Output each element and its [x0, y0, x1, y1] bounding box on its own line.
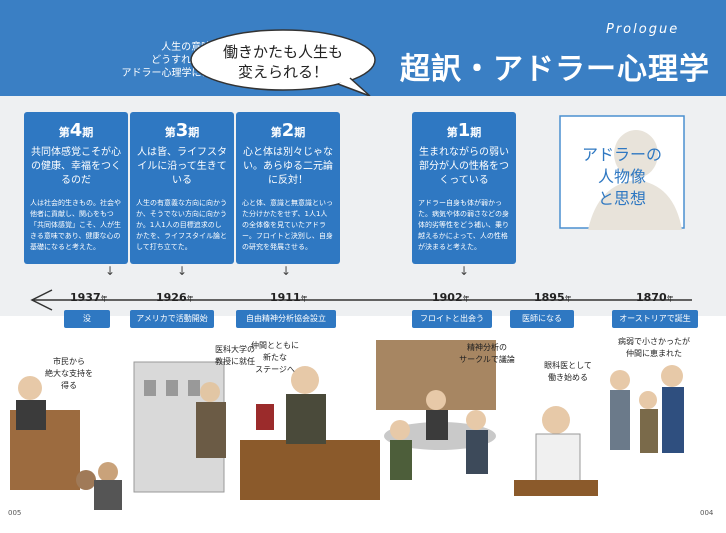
- year-1926: 1926年: [156, 291, 194, 304]
- timeline-axis: [30, 289, 692, 311]
- card-body: アドラー自身も体が弱かった。病気や体の弱さなどの身体的劣等性をどう補い、乗り越え…: [418, 199, 509, 251]
- illustration-strip: [10, 340, 684, 510]
- discussion-scene: [376, 340, 496, 480]
- period-number: 第4期: [58, 120, 94, 141]
- card-headline: 人は皆、ライフスタイルに沿って生きている: [137, 147, 227, 186]
- year-1937: 1937年: [70, 291, 108, 304]
- prologue-label: Prologue: [606, 22, 680, 37]
- caption-support: 市民から絶大な支持を得る: [45, 357, 93, 390]
- period-number: 第3期: [164, 120, 200, 141]
- doctor-scene: [514, 406, 598, 496]
- page-number-right: 004: [700, 509, 714, 517]
- building-scene: [133, 361, 226, 493]
- bubble-line-2: 変えられる！: [237, 63, 328, 81]
- portrait-title: アドラーの 人物像 と思想: [581, 145, 662, 208]
- year-1870: 1870年: [636, 291, 674, 304]
- year-1911: 1911年: [270, 291, 308, 304]
- event-tag: 自由精神分析協会設立: [236, 310, 336, 328]
- page-number-left: 005: [8, 509, 22, 517]
- period-card-2: 第2期 心と体は別々じゃない。あらゆる二元論に反対！ 心と体、意識と無意識といっ…: [236, 112, 340, 264]
- card-headline: 共同体感覚こそが心の健康、幸福をつくるのだ: [31, 147, 121, 186]
- down-arrow-icon: ↓: [458, 264, 470, 278]
- card-body: 心と体、意識と無意識といった分けかたをせず、1人1人の全体像を見ていたアドラー。…: [242, 199, 333, 251]
- card-headline: 心と体は別々じゃない。あらゆる二元論に反対！: [243, 147, 333, 186]
- down-arrow-icon: ↓: [104, 264, 116, 278]
- card-body: 人生の有意義な方向に向かうか、そうでない方向に向かうか。1人1人の目標追求のしか…: [136, 199, 227, 251]
- caption-circle: 精神分析のサークルで議論: [459, 343, 515, 364]
- event-tag: 医師になる: [510, 310, 574, 328]
- down-arrow-icon: ↓: [280, 264, 292, 278]
- speech-scene: [10, 376, 122, 510]
- bubble-line-1: 働きかたも人生も: [222, 43, 343, 61]
- caption-professor: 医科大学の教授に就任: [215, 345, 255, 366]
- card-headline: 生まれながらの弱い部分が人の性格をつくっている: [419, 147, 509, 186]
- period-card-3: 第3期 人は皆、ライフスタイルに沿って生きている 人生の有意義な方向に向かうか、…: [130, 112, 234, 264]
- portrait-frame: [559, 115, 685, 230]
- event-tag: オーストリアで誕生: [612, 310, 698, 328]
- period-card-1: 第1期 生まれながらの弱い部分が人の性格をつくっている アドラー自身も体が弱かっ…: [412, 112, 516, 264]
- caption-ophthalmologist: 眼科医として働き始める: [544, 361, 592, 382]
- year-1902: 1902年: [432, 291, 470, 304]
- desk-scene: [240, 366, 380, 500]
- speech-bubble: 働きかたも人生も 変えられる！: [188, 26, 388, 98]
- year-1895: 1895年: [534, 291, 572, 304]
- caption-new-stage: 仲間とともに新たなステージへ: [251, 341, 299, 374]
- caption-childhood: 病弱で小さかったが仲間に恵まれた: [618, 337, 690, 358]
- card-body: 人は社会的生きもの。社会や他者に貢献し、関心をもつ「共同体感覚」こそ、人が生きる…: [30, 199, 121, 251]
- event-tag: アメリカで活動開始: [130, 310, 214, 328]
- period-number: 第1期: [446, 120, 482, 141]
- period-card-4: 第4期 共同体感覚こそが心の健康、幸福をつくるのだ 人は社会的生きもの。社会や他…: [24, 112, 128, 264]
- page-title: 超訳・アドラー心理学: [400, 52, 710, 87]
- event-tag: 没: [64, 310, 110, 328]
- period-number: 第2期: [270, 120, 306, 141]
- down-arrow-icon: ↓: [176, 264, 188, 278]
- children-scene: [610, 365, 684, 453]
- event-tag: フロイトと出会う: [412, 310, 492, 328]
